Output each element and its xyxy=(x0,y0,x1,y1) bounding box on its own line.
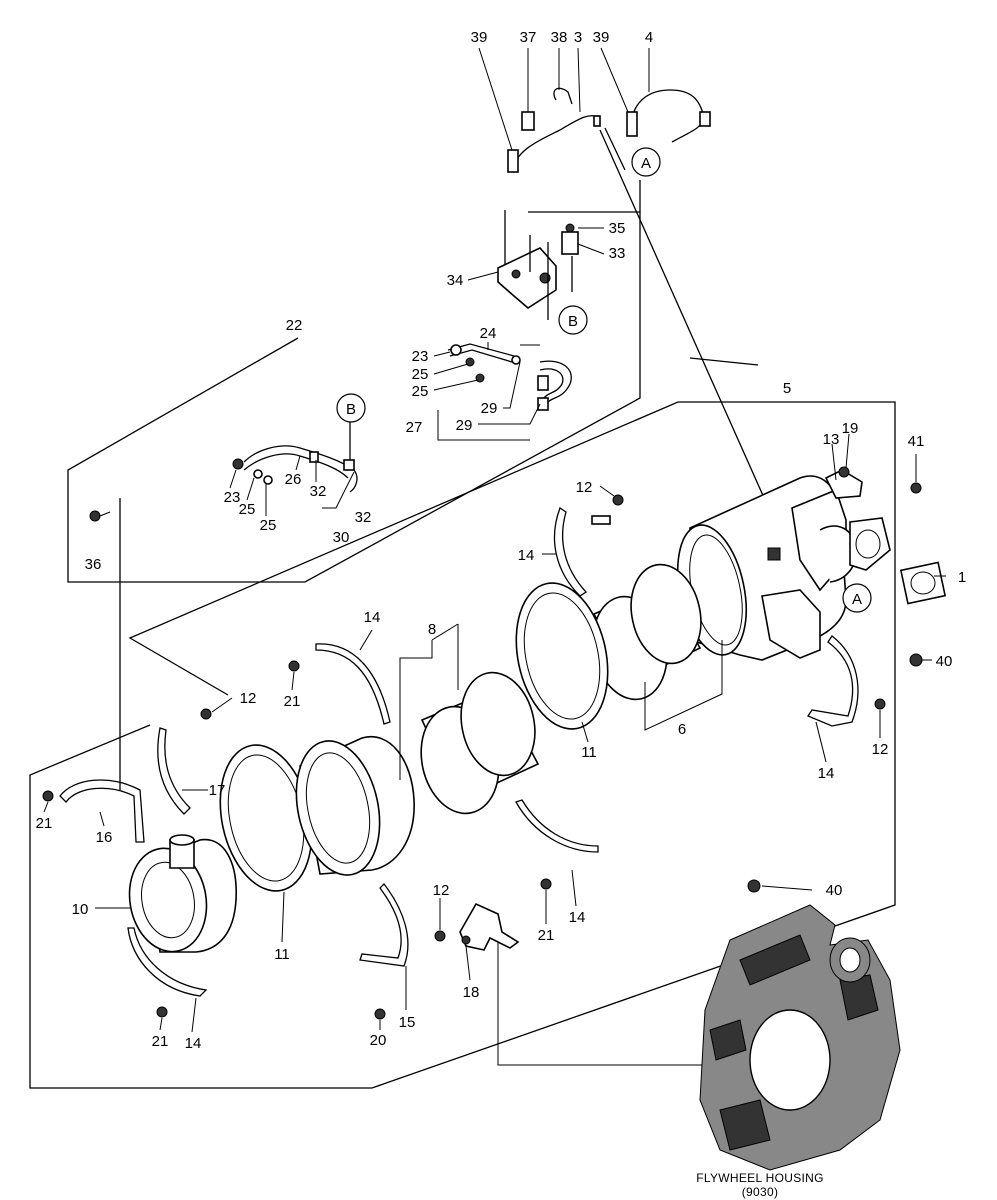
label-39: 39 xyxy=(471,29,488,46)
label-13: 13 xyxy=(823,431,840,448)
band-14c xyxy=(807,635,859,727)
label-36: 36 xyxy=(85,556,102,573)
label-32: 32 xyxy=(310,483,327,500)
element-6 xyxy=(592,563,702,701)
label-29: 29 xyxy=(481,400,498,417)
label-26: 26 xyxy=(285,471,302,488)
label-40: 40 xyxy=(826,882,843,899)
label-14: 14 xyxy=(569,909,586,926)
label-21: 21 xyxy=(152,1033,169,1050)
label-25: 25 xyxy=(239,501,256,518)
label-10: 10 xyxy=(72,901,89,918)
label-6: 6 xyxy=(678,721,686,738)
label-19: 19 xyxy=(842,420,859,437)
band-14a xyxy=(553,507,611,597)
label-41: 41 xyxy=(908,433,925,450)
svg-text:B: B xyxy=(346,401,356,418)
label-33: 33 xyxy=(609,245,626,262)
bolts xyxy=(42,494,886,1020)
label-21: 21 xyxy=(538,927,555,944)
label-11: 11 xyxy=(274,946,290,963)
leader-lines xyxy=(43,47,946,1033)
label-23: 23 xyxy=(412,348,429,365)
label-15: 15 xyxy=(399,1014,416,1031)
label-1: 1 xyxy=(958,569,966,586)
band-17 xyxy=(157,727,191,815)
bolt-40a xyxy=(909,653,923,667)
label-14: 14 xyxy=(185,1035,202,1052)
label-21: 21 xyxy=(36,815,53,832)
label-12: 12 xyxy=(576,479,593,496)
ref-circle-a-bottom: A xyxy=(842,583,872,613)
label-27: 27 xyxy=(406,419,423,436)
muffler-body-5 xyxy=(677,466,891,661)
label-24: 24 xyxy=(480,325,497,342)
hose-29 xyxy=(520,344,572,411)
ref-circle-b-left: B xyxy=(336,393,366,423)
label-38: 38 xyxy=(551,29,568,46)
band-16 xyxy=(59,779,145,843)
label-21: 21 xyxy=(284,693,301,710)
gasket-1 xyxy=(899,561,947,605)
pipe-24 xyxy=(447,343,521,383)
label-25: 25 xyxy=(412,366,429,383)
label-3: 3 xyxy=(574,29,582,46)
label-12: 12 xyxy=(240,690,257,707)
label-37: 37 xyxy=(520,29,537,46)
label-8: 8 xyxy=(428,621,436,638)
label-16: 16 xyxy=(96,829,113,846)
svg-text:B: B xyxy=(568,313,578,330)
label-4: 4 xyxy=(645,29,653,46)
caption-line-2: (9030) xyxy=(742,1185,779,1199)
label-40: 40 xyxy=(936,653,953,670)
label-14: 14 xyxy=(818,765,835,782)
label-14: 14 xyxy=(364,609,381,626)
flywheel-housing xyxy=(699,904,901,1171)
band-14d xyxy=(515,799,599,853)
band-15 xyxy=(359,883,409,967)
element-8 xyxy=(420,671,540,815)
flywheel-caption: FLYWHEEL HOUSING (9030) xyxy=(696,1171,823,1199)
label-30: 30 xyxy=(333,529,350,546)
bolt-36 xyxy=(89,510,101,522)
label-35: 35 xyxy=(609,220,626,237)
svg-text:A: A xyxy=(641,155,651,172)
label-29: 29 xyxy=(456,417,473,434)
label-12: 12 xyxy=(872,741,889,758)
label-23: 23 xyxy=(224,489,241,506)
label-20: 20 xyxy=(370,1032,387,1049)
bolt-41 xyxy=(910,482,922,494)
group-22-outline xyxy=(67,180,641,790)
label-25: 25 xyxy=(412,383,429,400)
flywheel-leader xyxy=(497,918,735,1066)
part-labels: 39 37 38 3 39 4 35 33 34 22 24 23 25 25 … xyxy=(36,29,967,1052)
label-34: 34 xyxy=(447,272,464,289)
label-39: 39 xyxy=(593,29,610,46)
label-17: 17 xyxy=(209,782,226,799)
band-14b xyxy=(315,643,391,725)
label-12: 12 xyxy=(433,882,450,899)
label-32: 32 xyxy=(355,509,372,526)
group-5-outline xyxy=(29,129,896,1089)
middle-shell xyxy=(295,735,415,876)
gasket-11a xyxy=(515,582,609,730)
svg-text:A: A xyxy=(852,591,862,608)
label-18: 18 xyxy=(463,984,480,1001)
ref-circle-b-right: B xyxy=(558,305,588,335)
band-14e xyxy=(127,927,208,997)
bracket-34 xyxy=(497,223,579,320)
label-25: 25 xyxy=(260,517,277,534)
bracket-18 xyxy=(459,902,520,951)
end-cover-10 xyxy=(128,834,237,953)
label-14: 14 xyxy=(518,547,535,564)
label-22: 22 xyxy=(286,317,303,334)
sensor-harness-4 xyxy=(626,89,711,143)
sensor-harness-3 xyxy=(507,87,626,173)
label-5: 5 xyxy=(783,380,791,397)
label-11: 11 xyxy=(581,744,597,761)
ref-circle-a-top: A xyxy=(631,147,661,177)
caption-line-1: FLYWHEEL HOUSING xyxy=(696,1171,823,1185)
